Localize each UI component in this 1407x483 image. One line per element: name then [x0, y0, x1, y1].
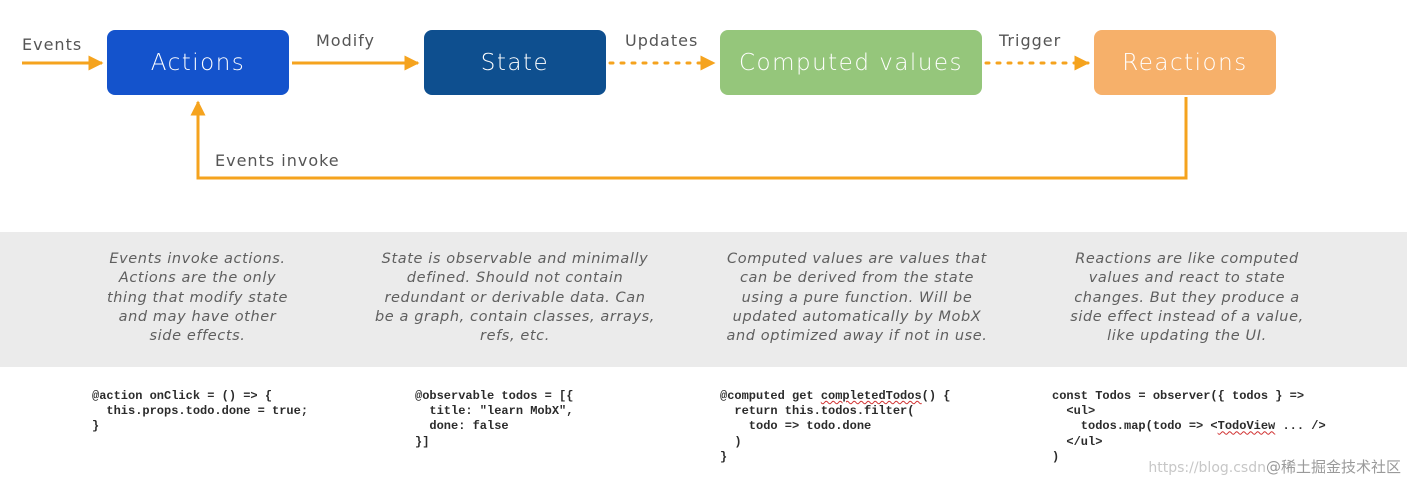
trigger-label: Trigger — [999, 31, 1062, 50]
code-line: () { — [921, 389, 951, 403]
computed-description: Computed values are values that can be d… — [726, 251, 988, 345]
code-line: todos.map(todo => < — [1052, 419, 1218, 434]
computed-values-node: Computed values — [720, 30, 982, 95]
events-invoke-label: Events invoke — [215, 151, 340, 170]
code-line: ) — [720, 434, 742, 449]
watermark-brand: @稀土掘金技术社区 — [1265, 458, 1401, 476]
code-line: } — [720, 449, 728, 464]
actions-code: @action onClick = () => { this.props.tod… — [92, 389, 308, 435]
code-line: this.props.todo.done = true; — [92, 404, 309, 419]
state-code: @observable todos = [{ title: "learn Mob… — [415, 389, 573, 450]
code-line: todo => todo.done — [720, 419, 872, 434]
code-line: title: "learn MobX", — [415, 404, 574, 419]
code-line: return this.todos.filter( — [720, 404, 915, 419]
code-line: ... /> — [1275, 419, 1326, 434]
code-line: const Todos = observer({ todos } => — [1052, 389, 1305, 403]
flow-diagram: Actions State Computed values Reactions … — [0, 0, 1407, 230]
watermark: https://blog.csdn@稀土掘金技术社区 — [1148, 456, 1401, 477]
code-line: <ul> — [1052, 404, 1096, 419]
watermark-url: https://blog.csdn — [1148, 460, 1266, 476]
modify-label: Modify — [316, 31, 376, 50]
description-band: Events invoke actions. Actions are the o… — [0, 232, 1407, 367]
code-token: TodoView — [1217, 419, 1276, 434]
state-node: State — [424, 30, 606, 95]
code-line: ) — [1052, 449, 1060, 464]
actions-description: Events invoke actions. Actions are the o… — [106, 251, 289, 345]
state-description: State is observable and minimally define… — [374, 251, 656, 345]
code-line: </ul> — [1052, 434, 1103, 449]
flow-arrows — [22, 55, 1188, 180]
actions-node: Actions — [107, 30, 289, 95]
code-line: } — [92, 419, 100, 434]
code-line: @action onClick = () => { — [92, 389, 273, 403]
code-line: }] — [415, 434, 430, 449]
events-label: Events — [22, 35, 83, 54]
events-invoke-arrow — [190, 97, 1188, 180]
code-token: completedTodos — [820, 389, 922, 403]
reactions-node: Reactions — [1094, 30, 1276, 95]
updates-label: Updates — [625, 31, 699, 50]
code-line: @observable todos = [{ — [415, 389, 574, 403]
code-line: done: false — [415, 419, 509, 434]
computed-code: @computed get completedTodos() { return … — [720, 389, 950, 465]
reactions-description: Reactions are like computed values and r… — [1070, 251, 1304, 345]
reactions-code: const Todos = observer({ todos } => <ul>… — [1052, 389, 1326, 465]
code-line: @computed get — [720, 389, 821, 403]
